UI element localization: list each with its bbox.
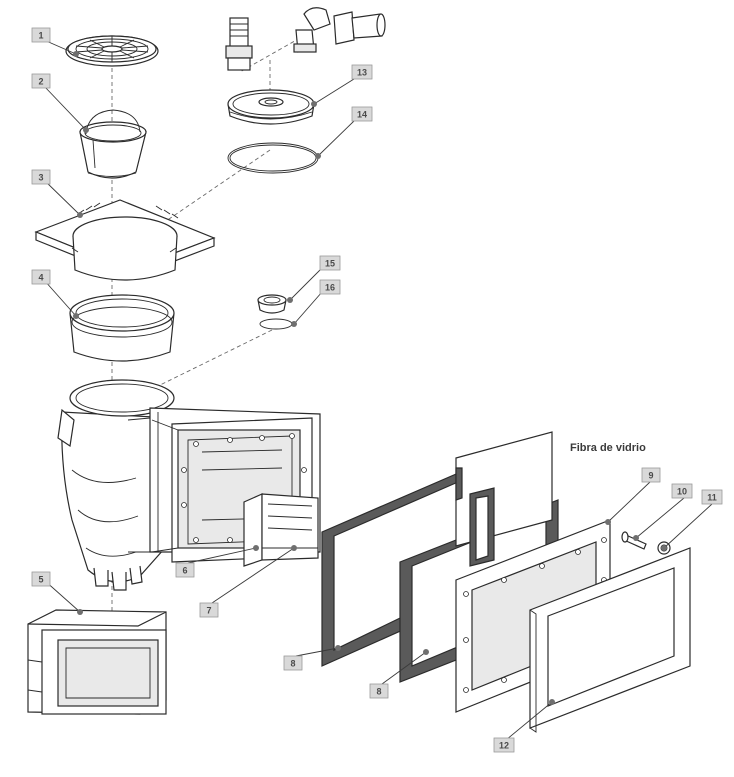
callout-13-label: 13 (357, 68, 367, 78)
callout-12-label: 12 (499, 741, 509, 751)
screw (621, 531, 647, 550)
front-trim-frame (529, 547, 691, 733)
callout-9: 9 (641, 467, 661, 483)
callout-11: 11 (701, 489, 723, 505)
callout-15-label: 15 (325, 259, 335, 269)
callout-4: 4 (31, 269, 51, 285)
o-ring-small (259, 318, 293, 330)
callout-3-label: 3 (38, 173, 43, 183)
callout-5-label: 5 (38, 575, 43, 585)
callout-6-label: 6 (182, 566, 187, 576)
callout-1-label: 1 (38, 31, 43, 41)
vacuum-plate (227, 89, 315, 125)
callout-14-label: 14 (357, 110, 367, 120)
callout-9-label: 9 (648, 471, 653, 481)
straight-connector (333, 11, 386, 45)
material-caption: Fibra de vidrio (570, 442, 646, 454)
callout-7: 7 (199, 602, 219, 618)
callout-16: 16 (319, 279, 341, 295)
callout-13: 13 (351, 64, 373, 80)
callout-16-label: 16 (325, 283, 335, 293)
elbow-fitting (293, 7, 331, 53)
callout-8-rear-label: 8 (376, 687, 381, 697)
callout-10-label: 10 (677, 487, 687, 497)
extension-sleeve (27, 609, 167, 715)
callout-8-rear: 8 (369, 683, 389, 699)
deck-collar (34, 199, 216, 281)
callout-6: 6 (175, 562, 195, 578)
callout-3: 3 (31, 169, 51, 185)
callout-10: 10 (671, 483, 693, 499)
hose-connector (225, 17, 253, 71)
grate-cover (65, 35, 159, 67)
callout-7-label: 7 (206, 606, 211, 616)
callout-2: 2 (31, 73, 51, 89)
fiberglass-panel (455, 431, 553, 567)
weir-flap (243, 493, 319, 567)
callout-8-front-label: 8 (290, 659, 295, 669)
skimmer-basket (79, 109, 147, 179)
callout-4-label: 4 (38, 273, 43, 283)
callout-15: 15 (319, 255, 341, 271)
callout-12: 12 (493, 737, 515, 753)
callout-5: 5 (31, 571, 51, 587)
leader-lines (43, 39, 713, 741)
callout-11-label: 11 (707, 493, 717, 503)
callout-14: 14 (351, 106, 373, 122)
callout-2-label: 2 (38, 77, 43, 87)
o-ring-large (227, 142, 319, 174)
extension-ring (69, 294, 175, 362)
callout-8-front: 8 (283, 655, 303, 671)
callout-1: 1 (31, 27, 51, 43)
union-nut (257, 294, 287, 314)
